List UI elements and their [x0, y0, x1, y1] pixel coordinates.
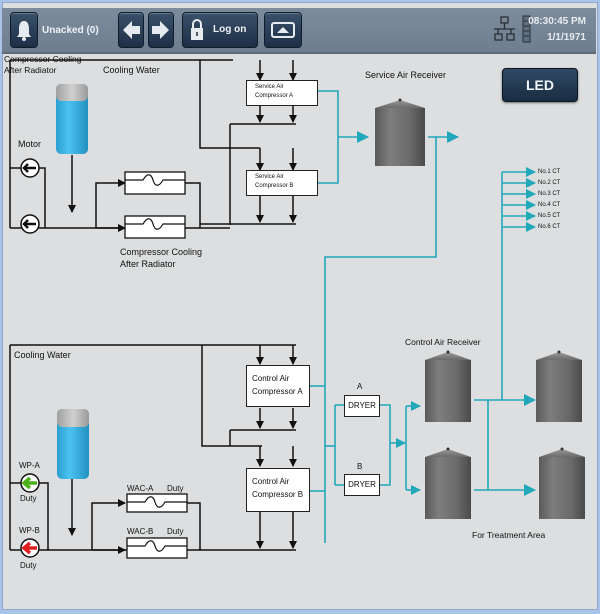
cooling-water-title-bottom: Cooling Water: [14, 350, 71, 360]
unacked-alarms-label: Unacked (0): [42, 25, 99, 36]
back-button[interactable]: [118, 12, 144, 48]
control-air-compressor-b[interactable]: Control Air Compressor B: [246, 468, 310, 512]
time-display: 08:30:45 PM: [528, 16, 586, 27]
treatment-area-tank-2: [539, 447, 585, 519]
ct-output-2: No.2 CT: [538, 180, 561, 186]
wac-a-status: Duty: [167, 484, 184, 493]
cooling-water-tank-top: [56, 84, 88, 154]
wp-a-label: WP-A: [19, 461, 40, 470]
ct-output-1: No.1 CT: [538, 169, 561, 175]
corner-label: Compressor Cooling After Radiator: [4, 54, 81, 76]
logon-button[interactable]: Log on: [182, 12, 258, 48]
cac-a-line1: Control Air: [252, 374, 290, 383]
treatment-area-label: For Treatment Area: [472, 530, 546, 540]
wac-b-label: WAC-B: [127, 527, 154, 536]
dryer-a-tag: A: [357, 382, 363, 391]
alarm-button[interactable]: [10, 12, 38, 48]
corner-label-line2: After Radiator: [4, 65, 57, 75]
dryer-b-tag: B: [357, 462, 363, 471]
cooling-water-title-top: Cooling Water: [103, 65, 160, 75]
pipe: [378, 404, 391, 486]
bell-icon: [17, 21, 31, 41]
wac-b-radiator[interactable]: [126, 537, 188, 559]
motor-pump-1[interactable]: [20, 158, 40, 178]
wac-a-radiator[interactable]: [126, 493, 188, 513]
service-air-compressor-b[interactable]: Service Air Compressor B: [246, 170, 318, 196]
treatment-area-tank-1: [536, 350, 582, 422]
sac-a-line1: Service Air: [255, 84, 284, 90]
service-air-receiver-tank: [375, 98, 425, 166]
wac-a-label: WAC-A: [127, 484, 154, 493]
radiator-label: Compressor Cooling After Radiator: [120, 246, 202, 270]
clock: 08:30:45 PM 1/1/1971: [528, 14, 586, 46]
ct-output-5: No.5 CT: [538, 213, 561, 219]
pipe: [324, 137, 437, 543]
control-air-receiver-tank-1: [425, 350, 471, 422]
sac-b-line2: Compressor B: [255, 183, 294, 189]
cac-b-line2: Compressor B: [252, 490, 304, 499]
cac-a-line2: Compressor A: [252, 387, 303, 396]
sac-a-line2: Compressor A: [255, 93, 294, 99]
ct-output-4: No.4 CT: [538, 202, 561, 208]
water-pump-b[interactable]: [20, 538, 40, 558]
wp-b-status: Duty: [20, 561, 37, 570]
led-button[interactable]: LED: [502, 68, 578, 102]
control-air-pipes: [310, 385, 536, 496]
pipe: [91, 499, 126, 550]
pipe: [201, 345, 262, 447]
service-air-compressor-a[interactable]: Service Air Compressor A: [246, 80, 318, 106]
dryer-b[interactable]: DRYER: [344, 474, 380, 496]
pipe: [95, 179, 126, 228]
pipe: [187, 502, 201, 550]
service-air-receiver-label: Service Air Receiver: [365, 70, 447, 80]
server-icon: [522, 15, 531, 43]
pipe: [199, 60, 260, 149]
motor-pump-2[interactable]: [20, 214, 40, 234]
wp-a-status: Duty: [20, 494, 37, 503]
ct-output-3: No.3 CT: [538, 191, 561, 197]
control-air-compressor-a[interactable]: Control Air Compressor A: [246, 365, 310, 407]
sac-b-line1: Service Air: [255, 174, 284, 180]
ct-output-6: No.6 CT: [538, 224, 561, 230]
forward-arrow-icon: [152, 21, 169, 39]
control-air-receiver-label: Control Air Receiver: [405, 337, 481, 347]
after-radiator-2[interactable]: [124, 215, 186, 239]
cac-b-line1: Control Air: [252, 477, 290, 486]
control-air-receiver-tank-2: [425, 447, 471, 519]
motor-label: Motor: [18, 139, 42, 149]
pipe: [185, 182, 201, 228]
bottom-water-pipes: [9, 344, 297, 554]
lock-icon: [191, 19, 203, 40]
logon-label: Log on: [213, 24, 247, 35]
radiator-label-line2: After Radiator: [120, 259, 176, 269]
wp-b-label: WP-B: [19, 526, 40, 535]
toolbar: Unacked (0) Log on 08:30:45 PM 1/1/1971: [2, 8, 596, 54]
eject-icon: [271, 22, 295, 38]
date-display: 1/1/1971: [547, 32, 586, 43]
cooling-water-tank-bottom: [57, 409, 89, 479]
eject-button[interactable]: [264, 12, 302, 48]
service-air-pipes: [310, 90, 536, 543]
water-pump-a[interactable]: [20, 473, 40, 493]
forward-button[interactable]: [148, 12, 174, 48]
after-radiator-1[interactable]: [124, 171, 186, 195]
back-arrow-icon: [123, 21, 140, 39]
wac-b-status: Duty: [167, 527, 184, 536]
network-icon: [494, 16, 515, 41]
corner-label-line1: Compressor Cooling: [4, 54, 82, 64]
radiator-label-line1: Compressor Cooling: [120, 247, 203, 257]
dryer-a[interactable]: DRYER: [344, 395, 380, 417]
